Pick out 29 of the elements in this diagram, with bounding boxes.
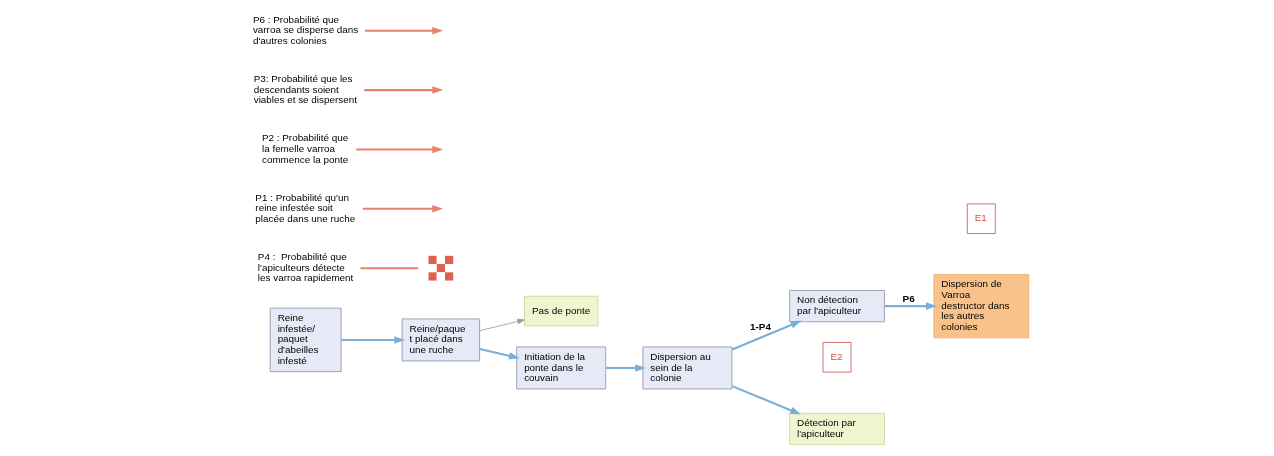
arrow (605, 364, 646, 372)
node-text: P2 : Probabilité que la femelle varroa commence la ponte (261, 132, 348, 165)
node-box: Dispersion de Varroa destructor dans les autres colonies (933, 273, 1029, 339)
node-box: Initiation de la ponte dans le couvain (515, 346, 606, 390)
node-box: Non détection par l'apiculteur (788, 290, 885, 323)
node-text: P4 : Probabilité que l'apiculteurs détecte les varroa rapidement (257, 251, 353, 284)
node-box: E1 (966, 203, 996, 234)
node-box: E2 (822, 341, 851, 373)
edge-label: 1-P4 (749, 320, 771, 332)
arrow (364, 27, 443, 35)
node-box: Reine infestée/ paquet d'abeilles infesté (269, 307, 342, 373)
node-text: P6 : Probabilité que varroa se disperse dans d'autres colonies (252, 13, 358, 47)
arrow (731, 320, 801, 351)
arrow (355, 145, 443, 154)
node-text: P1 : Probabilité qu'un reine infestée soit placée dans une ruche (254, 191, 355, 225)
node-box: Dispersion au sein de la colonie (641, 346, 732, 390)
node-box: Détection par l'apiculteur (788, 412, 885, 446)
arrow (362, 205, 443, 213)
arrow (479, 318, 525, 332)
connector (359, 267, 418, 270)
node-box: Pas de ponte (523, 295, 598, 327)
node-box: Reine/paque t placé dans une ruche (401, 318, 480, 362)
arrow (363, 86, 443, 94)
arrow (731, 385, 801, 415)
node-text: P3: Probabilité que les descendants soient viables et se dispersent (253, 72, 357, 106)
arrow (884, 302, 937, 310)
arrow (340, 336, 405, 344)
edge-label: P6 (902, 293, 915, 305)
arrow (479, 347, 520, 360)
